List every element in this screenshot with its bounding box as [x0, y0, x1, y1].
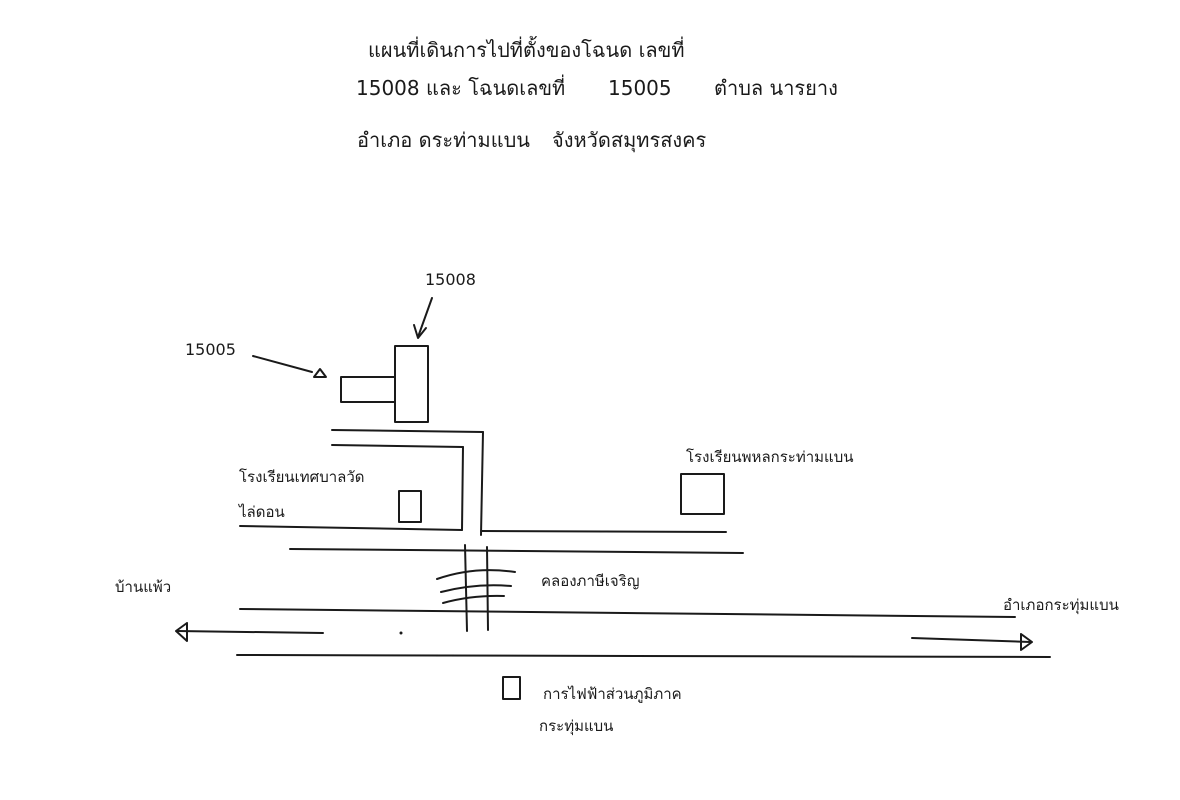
title-line-3-part-2: จังหวัดสมุทรสงคร [552, 128, 707, 152]
main-highway [175, 608, 1051, 658]
title-line-3-part-1: อำเภอ ดระท่ามแบน [357, 128, 530, 152]
office-label-line-2: กระทุ่มแบน [539, 717, 614, 735]
arrow-15008-icon [417, 297, 433, 338]
canal-curve-bottom [442, 594, 505, 604]
title-line-2-part-2: 15005 [608, 76, 672, 100]
highway-lower-edge [236, 654, 1051, 658]
west-arrow-head-icon [175, 622, 188, 642]
lane-right-edge [480, 431, 484, 536]
soi-road-left-upper [239, 525, 463, 531]
arrow-15008-head-icon [413, 324, 427, 339]
east-arrow-head-icon [1020, 633, 1033, 651]
plot-15008-label: 15008 [425, 270, 476, 289]
school-left-label-line-1: โรงเรียนเทศบาลวัด [239, 468, 365, 486]
office-building [502, 676, 521, 700]
soi-road [239, 525, 744, 554]
arrow-15005-icon [252, 355, 313, 373]
lane-inner-edge [461, 446, 464, 531]
title-line-2-part-3: ตำบล นารยาง [714, 76, 838, 100]
lane-lower-edge [331, 444, 464, 448]
lane-upper-edge [331, 429, 484, 433]
canal-bridge [436, 544, 516, 632]
school-right-label: โรงเรียนพหลกระท่ามแบน [686, 448, 854, 466]
east-destination-label: อำเภอกระทุ่มแบน [1003, 596, 1119, 614]
canal-curve-middle [440, 584, 512, 593]
west-arrow-shaft [176, 630, 324, 634]
bridge-right-rail [486, 546, 489, 631]
school-and-office-buildings [398, 473, 725, 700]
plot-15008-building [394, 345, 429, 423]
soi-road-lower [289, 548, 744, 554]
plot-15005-label: 15005 [185, 340, 236, 359]
buildings-15005-15008 [313, 345, 429, 423]
east-arrow-shaft [911, 637, 1031, 643]
canal-label: คลองภาษีเจริญ [541, 572, 640, 590]
pointer-arrows [252, 297, 433, 373]
highway-upper-edge [239, 608, 1016, 618]
soi-road-right-upper [480, 530, 727, 533]
school-left-label-line-2: ไล่ดอน [239, 503, 285, 521]
road-dot [399, 631, 403, 635]
school-right-building [680, 473, 725, 515]
title-line-2-part-1: 15008 และ โฉนดเลขที่ [356, 76, 566, 100]
school-left-building [398, 490, 422, 523]
access-lane [331, 429, 484, 536]
title-line-1: แผนที่เดินการไปที่ตั้งของโฉนด เลขที่ [368, 38, 685, 62]
west-destination-label: บ้านแพ้ว [115, 578, 172, 596]
plot-15005-building [340, 376, 396, 403]
plot-15005-marker-icon [313, 368, 327, 378]
canal-curve-top [436, 569, 516, 580]
office-label-line-1: การไฟฟ้าส่วนภูมิภาค [543, 685, 682, 703]
